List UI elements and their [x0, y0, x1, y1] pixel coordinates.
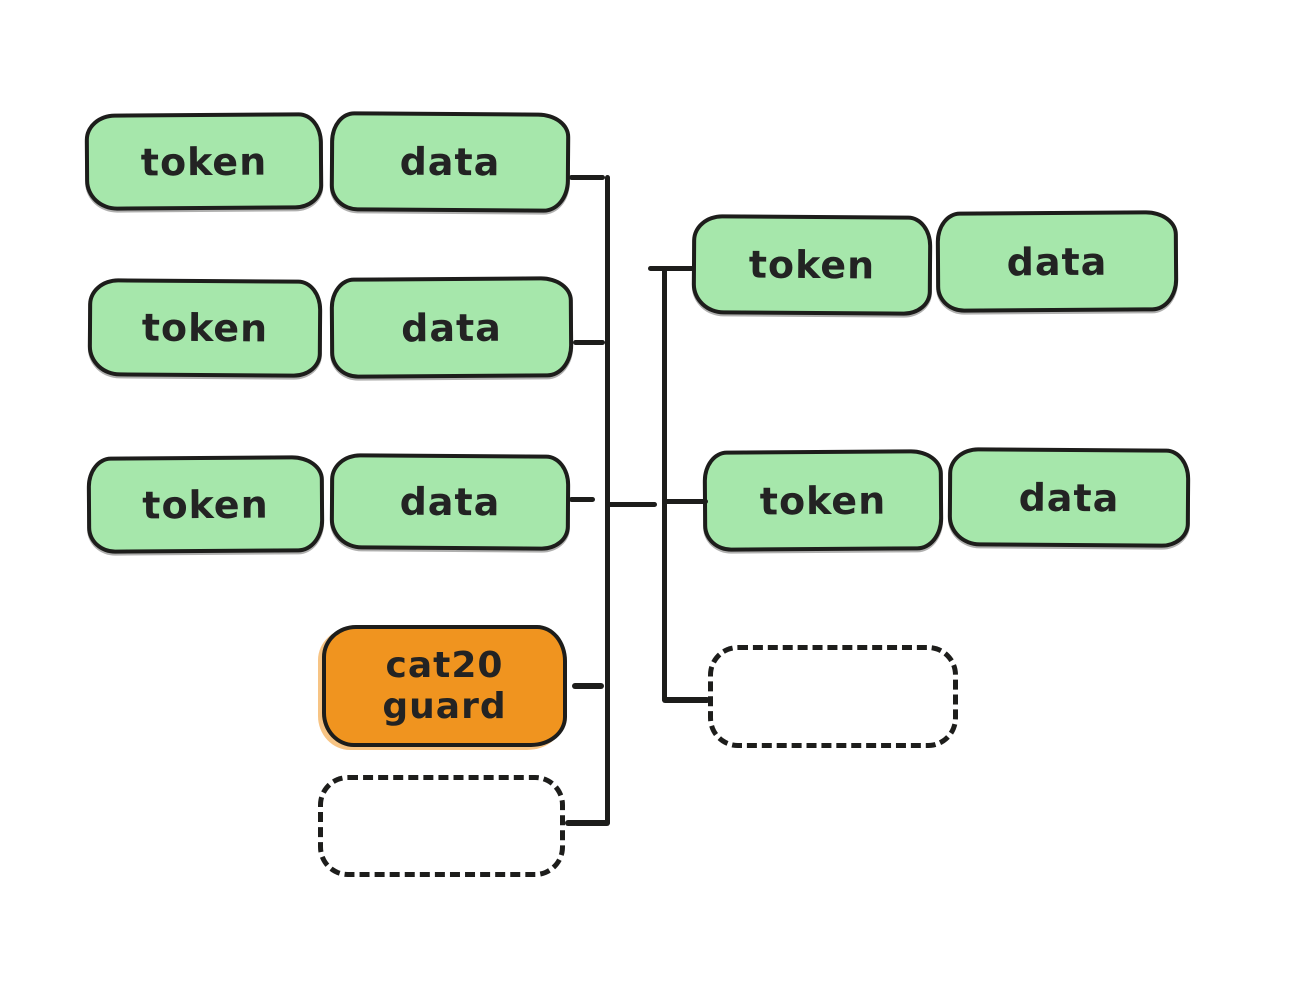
- left-trunk-line: [605, 175, 610, 825]
- left-token-label-2: token: [141, 305, 269, 351]
- left-stub-row1: [569, 175, 605, 180]
- left-token-label-3: token: [142, 482, 269, 527]
- right-token-label-1: token: [748, 242, 876, 288]
- left-data-box-3: data: [329, 453, 571, 551]
- cat20-guard-box: cat20 guard: [322, 625, 567, 747]
- left-token-label-1: token: [140, 139, 268, 184]
- cross-link-line: [607, 502, 657, 507]
- left-stub-empty: [565, 820, 610, 826]
- cat20-guard-label-line1: cat20: [385, 644, 504, 686]
- left-stub-guard: [572, 683, 604, 689]
- right-token-box-2: token: [702, 449, 944, 552]
- right-data-label-1: data: [1006, 239, 1108, 284]
- left-data-label-2: data: [401, 305, 502, 350]
- left-token-box-2: token: [87, 278, 323, 378]
- left-stub-row3: [569, 497, 595, 502]
- left-data-box-2: data: [329, 276, 574, 379]
- left-token-box-3: token: [86, 455, 325, 554]
- left-data-label-3: data: [399, 479, 501, 525]
- cat20-guard-label-line2: guard: [382, 686, 507, 727]
- right-stub-row1: [648, 266, 694, 271]
- right-token-box-1: token: [691, 214, 933, 316]
- left-data-label-1: data: [399, 139, 501, 185]
- left-empty-dashed-box: [318, 775, 565, 877]
- right-data-box-1: data: [935, 210, 1179, 313]
- left-token-box-1: token: [84, 112, 324, 211]
- left-stub-row2: [573, 340, 605, 345]
- right-data-box-2: data: [947, 447, 1191, 548]
- right-token-label-2: token: [759, 478, 887, 523]
- right-stub-empty: [662, 697, 710, 703]
- right-stub-row2: [664, 499, 708, 504]
- right-empty-dashed-box: [708, 645, 958, 748]
- right-trunk-line: [662, 266, 667, 702]
- left-data-box-1: data: [329, 111, 571, 213]
- right-data-label-2: data: [1018, 475, 1120, 520]
